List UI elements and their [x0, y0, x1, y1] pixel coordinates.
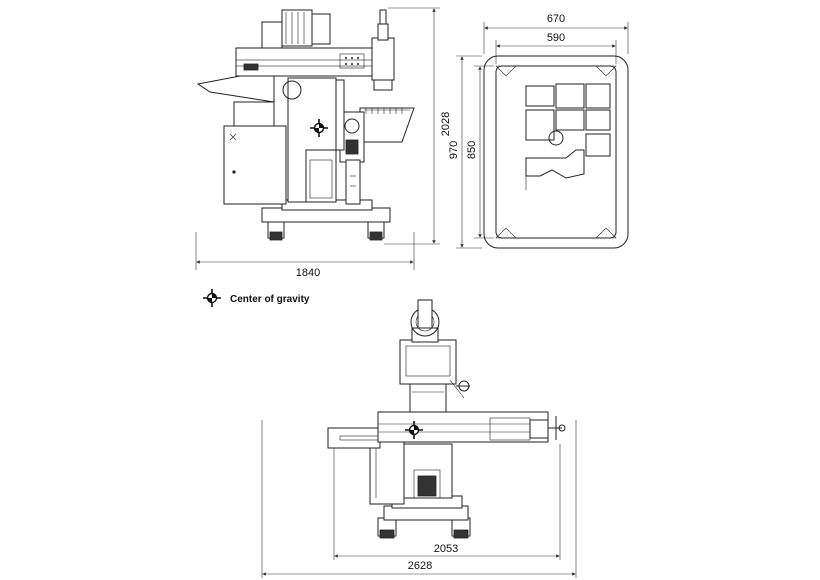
- front-view-dimensions: [261, 420, 577, 578]
- dim-base-inner-depth: 850: [466, 141, 478, 159]
- base-plan-dimensions: [456, 22, 629, 249]
- legend-label: Center of gravity: [230, 294, 310, 305]
- dim-base-outer-depth: 970: [448, 141, 460, 159]
- side-view-dimensions: [195, 7, 440, 270]
- dim-base-inner-width: 590: [547, 32, 565, 44]
- front-view: [327, 299, 566, 539]
- dim-side-width: 1840: [296, 267, 320, 279]
- side-view: [196, 9, 415, 241]
- dim-side-height: 2028: [440, 112, 452, 136]
- center-of-gravity-icon: [202, 288, 222, 308]
- dim-front-table-travel: 2053: [434, 543, 458, 555]
- dim-base-outer-width: 670: [547, 13, 565, 25]
- base-plan-view: [483, 55, 629, 249]
- dim-front-overall-width: 2628: [408, 560, 432, 572]
- legend: [202, 288, 222, 308]
